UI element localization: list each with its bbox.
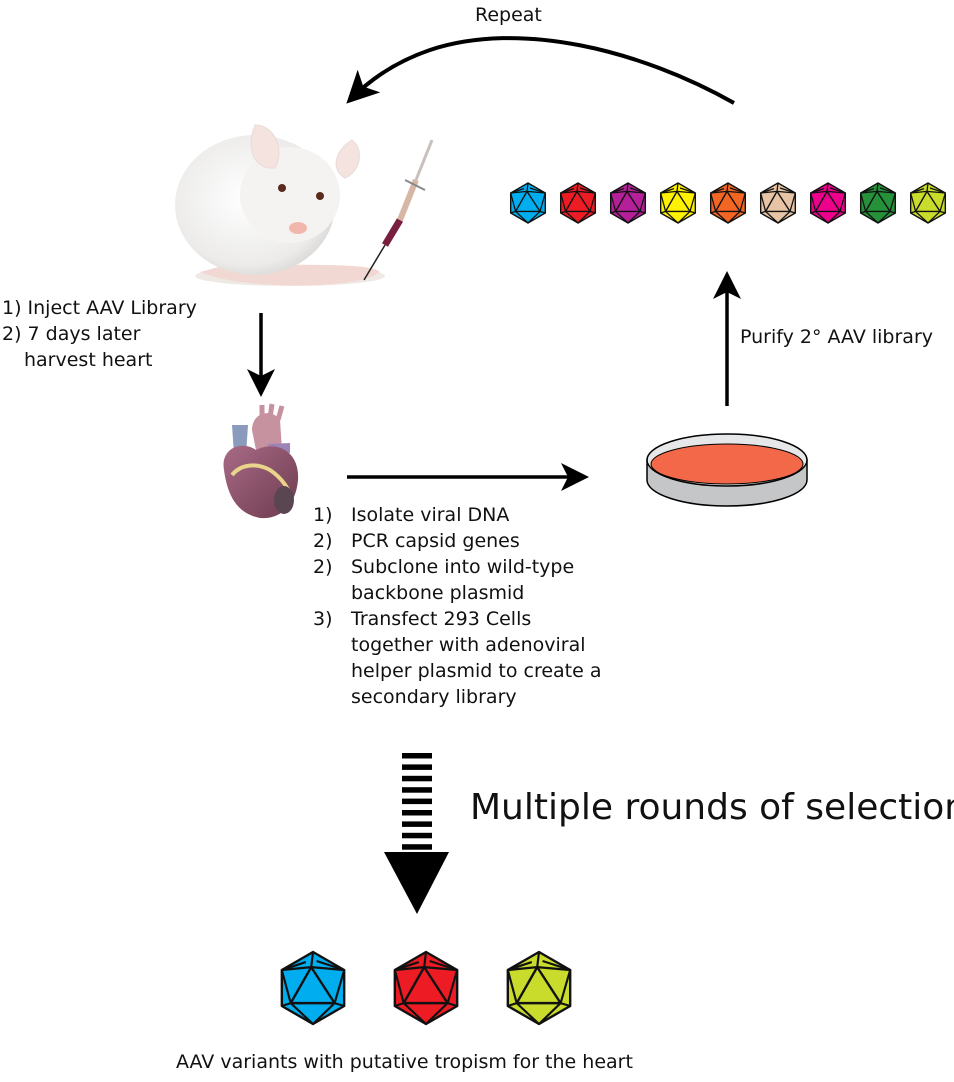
arrow-stripe: [402, 787, 432, 793]
heart-image: [223, 403, 299, 519]
arrow-head: [384, 852, 449, 914]
syringe-image: [363, 139, 434, 281]
library-capsid-row: [509, 182, 947, 224]
step-number: 2): [313, 530, 333, 552]
step-text: Subclone into wild-type: [351, 556, 575, 578]
arrow-stripe: [402, 798, 432, 805]
purify-label: Purify 2° AAV library: [740, 326, 933, 348]
selection-arrow: [384, 753, 449, 914]
inject-step-2-cont: harvest heart: [24, 349, 153, 371]
arrow-stripe: [402, 764, 432, 770]
library-capsid: [859, 182, 897, 224]
arrow-stripe: [402, 753, 432, 759]
selected-capsid-row: [280, 950, 572, 1026]
inject-step-2: 2) 7 days later: [2, 323, 141, 345]
library-capsid: [809, 182, 847, 224]
arrow-stripe: [402, 810, 432, 816]
step-number: [313, 633, 351, 659]
step-text: helper plasmid to create a: [351, 660, 602, 682]
step-row: 2) PCR capsid genes: [313, 529, 602, 555]
step-number: 3): [313, 608, 333, 630]
step-number: 2): [313, 556, 333, 578]
step-row: helper plasmid to create a: [313, 659, 602, 685]
step-row: secondary library: [313, 685, 602, 711]
selected-capsid: [506, 950, 572, 1026]
mouse-image: [175, 124, 385, 286]
step-text: secondary library: [351, 686, 517, 708]
library-capsid: [659, 182, 697, 224]
petri-dish-image: [646, 433, 808, 507]
arrow-stripe: [402, 821, 432, 827]
library-capsid: [509, 182, 547, 224]
step-number: [313, 581, 351, 607]
library-capsid: [759, 182, 797, 224]
step-text: backbone plasmid: [351, 582, 525, 604]
arrow-stripe: [402, 775, 432, 782]
processing-steps: 1) Isolate viral DNA 2) PCR capsid genes 2) S…: [313, 503, 602, 711]
step-row: together with adenoviral: [313, 633, 602, 659]
step-text: PCR capsid genes: [351, 530, 520, 552]
selected-capsid: [393, 950, 459, 1026]
step-number: 1): [313, 504, 333, 526]
inject-steps: 1) Inject AAV Library 2) 7 days later ha…: [2, 296, 197, 374]
step-text: Isolate viral DNA: [351, 504, 510, 526]
step-row: 3) Transfect 293 Cells: [313, 607, 602, 633]
step-number: [313, 685, 351, 711]
repeat-arrow: [346, 36, 735, 105]
step-row: 1) Isolate viral DNA: [313, 503, 602, 529]
library-capsid: [709, 182, 747, 224]
caption: AAV variants with putative tropism for t…: [176, 1051, 633, 1073]
step-text: together with adenoviral: [351, 634, 586, 656]
step-row: 2) Subclone into wild-type: [313, 555, 602, 581]
step-row: backbone plasmid: [313, 581, 602, 607]
selected-capsid: [280, 950, 346, 1026]
repeat-label: Repeat: [475, 4, 542, 26]
step-number: [313, 659, 351, 685]
dish-medium: [650, 443, 804, 485]
step-text: Transfect 293 Cells: [351, 608, 532, 630]
library-capsid: [559, 182, 597, 224]
arrow-stripe: [402, 832, 432, 839]
arrow-stripe: [402, 844, 432, 850]
library-capsid: [609, 182, 647, 224]
multiple-rounds-label: Multiple rounds of selection: [470, 787, 954, 828]
inject-step-1: 1) Inject AAV Library: [2, 297, 197, 319]
library-capsid: [909, 182, 947, 224]
